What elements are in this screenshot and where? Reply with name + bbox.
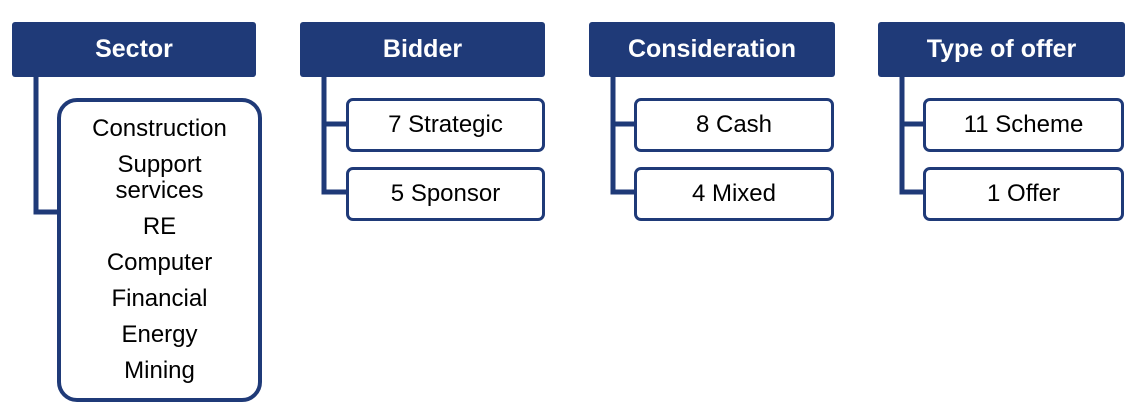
sector-connector [33, 77, 57, 215]
bidder-header: Bidder [300, 22, 545, 77]
consideration-mixed-box: 4 Mixed [634, 167, 834, 221]
sector-item-re: RE [142, 213, 177, 240]
offer-connector [899, 77, 926, 195]
sector-item-mining: Mining [124, 357, 195, 384]
offer-offer-box: 1 Offer [923, 167, 1124, 221]
sector-item-computer: Computer [106, 249, 213, 276]
consideration-header: Consideration [589, 22, 835, 77]
sector-item-financial: Financial [111, 285, 208, 312]
consideration-connector [610, 77, 637, 195]
bidder-sponsor-box: 5 Sponsor [346, 167, 545, 221]
offer-type-header: Type of offer [878, 22, 1125, 77]
sector-header: Sector [12, 22, 256, 77]
bidder-strategic-box: 7 Strategic [346, 98, 545, 152]
sector-item-construction: Construction [92, 115, 227, 142]
sector-item-energy: Energy [121, 321, 198, 348]
consideration-cash-box: 8 Cash [634, 98, 834, 152]
offer-scheme-box: 11 Scheme [923, 98, 1124, 152]
bidder-connector [321, 77, 349, 195]
